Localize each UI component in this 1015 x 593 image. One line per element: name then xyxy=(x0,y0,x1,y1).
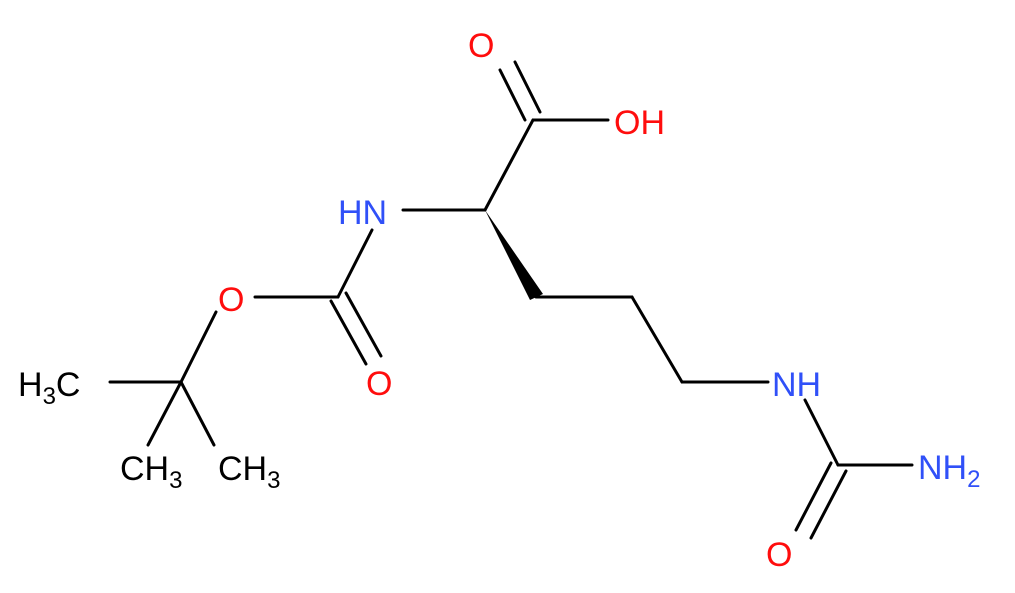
bond-acid-c-o-double-2 xyxy=(513,60,542,114)
atom-labels: O OH HN O O H3C CH3 CH3 NH NH2 O xyxy=(18,27,980,574)
bond-tbu-me-bottom-right xyxy=(179,380,216,447)
bond-acid-c-alpha xyxy=(483,118,535,212)
atom-o-carbonyl-acid: O xyxy=(468,27,494,65)
atom-h3c-left: H3C xyxy=(18,366,80,410)
bond-boc-c-o-double-2 xyxy=(344,291,383,358)
bond-tbu-me-bottom-left xyxy=(146,380,183,447)
atom-ch3-bottom-right: CH3 xyxy=(218,450,280,494)
atom-o-carbonyl-boc: O xyxy=(366,365,392,403)
bonds xyxy=(108,60,914,540)
bond-boc-c-o-double-1 xyxy=(329,299,368,366)
bond-nh-urea-c xyxy=(803,398,840,467)
atom-oh: OH xyxy=(614,104,665,142)
atom-ch3-bottom-left: CH3 xyxy=(120,450,182,494)
bond-alpha-wedge xyxy=(485,210,543,300)
bond-urea-c-o-double-2 xyxy=(809,469,848,540)
bond-chain-2 xyxy=(630,295,684,384)
atom-nh-urea: NH xyxy=(772,366,821,404)
bond-urea-c-o-double-1 xyxy=(794,461,833,532)
atom-nh2: NH2 xyxy=(918,449,980,493)
bond-o-tbu xyxy=(179,310,218,384)
atom-hn-alpha: HN xyxy=(338,194,387,232)
atom-o-ester: O xyxy=(218,281,244,319)
bond-acid-c-o-double-1 xyxy=(498,68,527,122)
atom-o-urea: O xyxy=(766,536,792,574)
bond-hn-boc-c xyxy=(336,228,374,299)
